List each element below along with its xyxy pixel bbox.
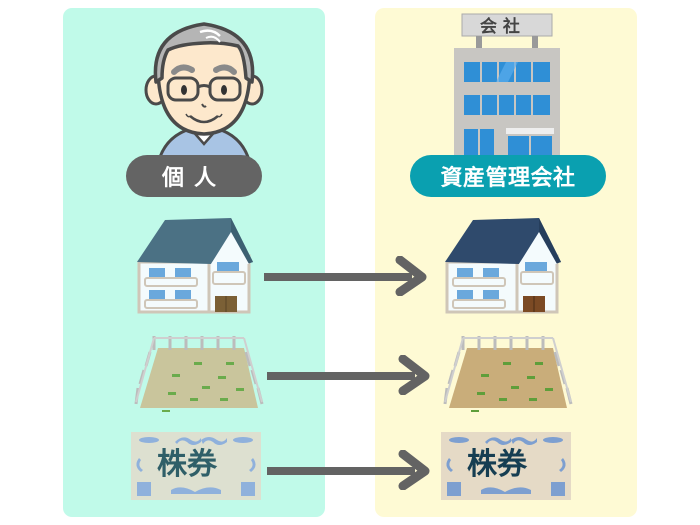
arrow-right-icon-land: [267, 355, 430, 395]
stock-certificate-icon-right: 株券: [441, 432, 571, 500]
individual-label: 個人: [126, 155, 262, 197]
asset-management-company-label: 資産管理会社: [410, 155, 606, 197]
land-plot-icon-left: [134, 336, 264, 412]
stock-certificate-text-right: 株券: [467, 447, 528, 482]
house-icon-right: [445, 218, 561, 314]
stock-certificate-text-left: 株券: [157, 447, 218, 482]
building-sign: 会 社: [480, 16, 520, 37]
house-icon-left: [137, 218, 253, 314]
elderly-man-icon: [144, 22, 264, 157]
land-plot-icon-right: [443, 336, 573, 412]
arrow-right-icon-stock: [267, 450, 430, 490]
stock-certificate-icon-left: 株券: [131, 432, 261, 500]
arrow-right-icon-house: [264, 256, 427, 296]
company-building-icon: 会 社: [454, 13, 560, 157]
